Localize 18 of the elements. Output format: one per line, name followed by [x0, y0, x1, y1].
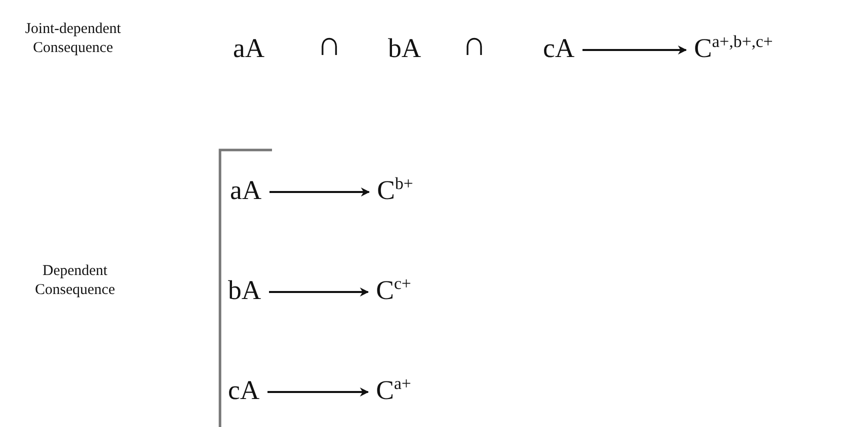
row-label: Joint-dependent Consequence — [24, 20, 122, 58]
intersection-sign: ∩ — [462, 28, 487, 62]
term-text: aA — [233, 32, 264, 64]
arrow — [269, 288, 369, 296]
term-text: bA — [388, 32, 421, 64]
arrow — [269, 188, 370, 196]
term-text: C$^{a+}$ — [376, 374, 412, 410]
term-text: cA — [228, 374, 260, 406]
term-text: bA — [228, 274, 261, 306]
term-text: cA — [543, 32, 574, 64]
term-text: C$^{c+}$ — [376, 274, 412, 310]
row-label: Dependent Consequence — [34, 262, 116, 300]
term-text: aA — [230, 174, 262, 206]
term-text: C$^{a+,b+,c+}$ — [694, 32, 773, 68]
arrow — [582, 46, 687, 54]
arrow — [267, 388, 369, 396]
term-text: C$^{b+}$ — [377, 174, 414, 210]
intersection-sign: ∩ — [317, 28, 342, 62]
